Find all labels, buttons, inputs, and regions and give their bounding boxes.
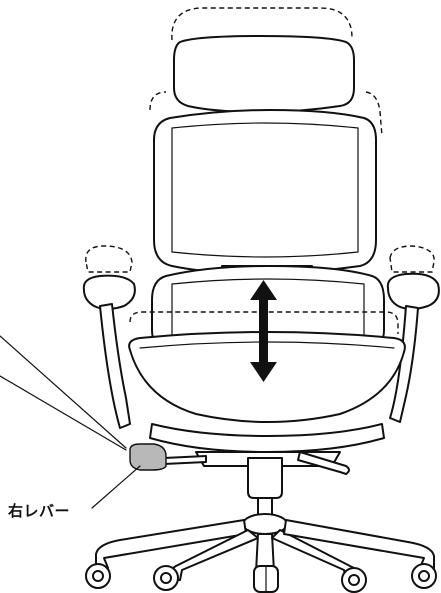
callout-line-lower bbox=[0, 375, 127, 451]
caster-right bbox=[411, 563, 437, 589]
left-armrest-arm bbox=[99, 303, 131, 429]
lumbar-backrest-inner bbox=[171, 278, 365, 337]
upper-backrest-inner bbox=[171, 122, 359, 258]
seat-cushion bbox=[128, 331, 406, 423]
headrest bbox=[173, 35, 355, 113]
seat-lowered-outline bbox=[129, 311, 399, 334]
right-lever[interactable] bbox=[129, 443, 167, 471]
caster-left bbox=[85, 563, 111, 589]
left-armrest-pad bbox=[82, 274, 136, 310]
seat-base bbox=[149, 423, 385, 453]
caster-front-left bbox=[153, 565, 179, 591]
right-armrest-raised-outline bbox=[389, 245, 435, 273]
tilt-lever bbox=[297, 451, 350, 475]
upper-backrest bbox=[153, 109, 377, 275]
gas-cylinder-sleeve bbox=[247, 457, 283, 499]
right-lever-rod bbox=[163, 455, 207, 465]
right-lever-label: 右レバー bbox=[8, 502, 71, 520]
callout-line-upper bbox=[0, 335, 127, 449]
left-armrest-raised-outline bbox=[85, 245, 133, 273]
lever-leader-line bbox=[91, 465, 141, 509]
backrest-raised-outline bbox=[149, 91, 383, 137]
caster-front bbox=[253, 565, 279, 593]
double-arrow-vertical-icon bbox=[250, 280, 277, 382]
caster-front-right bbox=[341, 567, 367, 593]
right-armrest-pad bbox=[386, 272, 440, 310]
